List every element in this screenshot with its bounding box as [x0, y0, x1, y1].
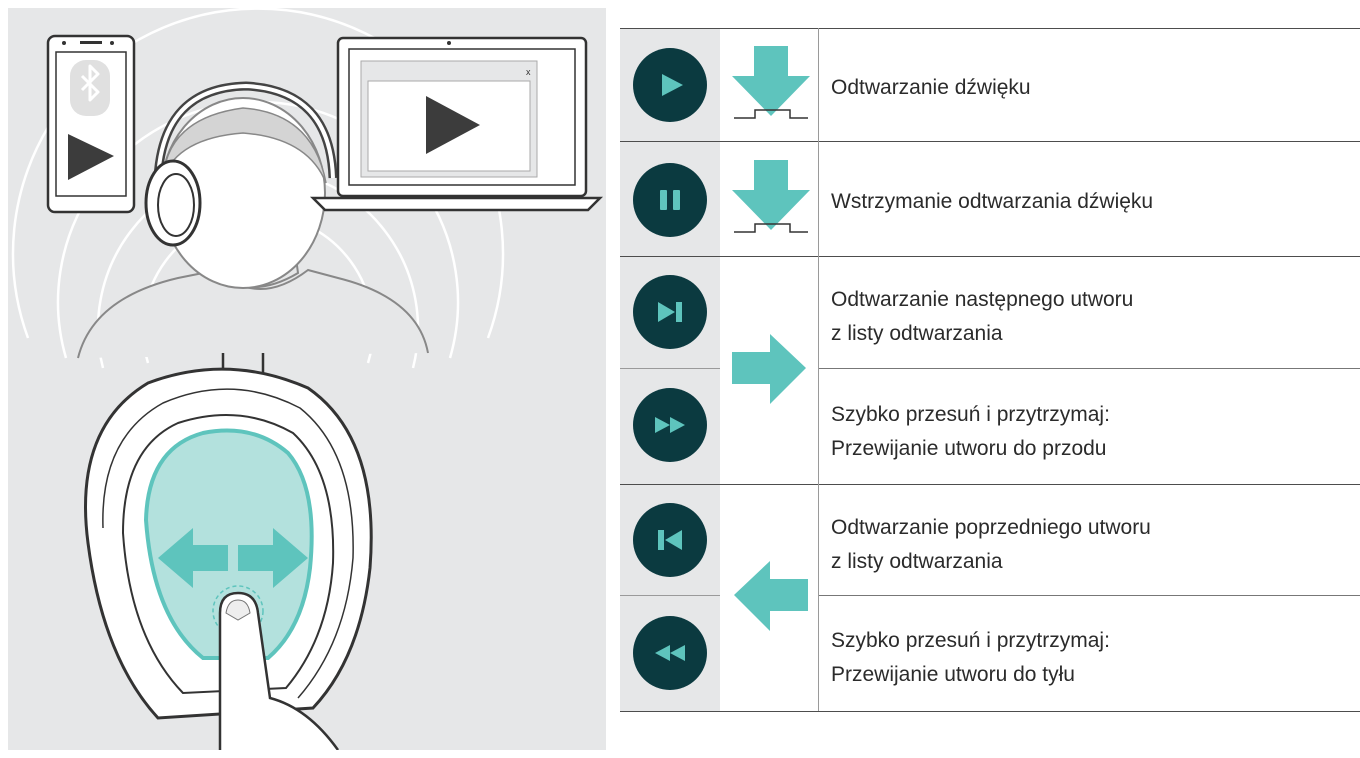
row-divider — [620, 711, 1360, 712]
controls-table: Odtwarzanie dźwięku Wstrzymanie odtwarza… — [620, 28, 1360, 712]
play-icon — [426, 96, 480, 154]
control-description: Wstrzymanie odtwarzania dźwięku — [831, 190, 1154, 213]
pause-icon — [633, 163, 707, 237]
next-track-icon — [633, 275, 707, 349]
control-description: Odtwarzanie następnego utworu z listy od… — [831, 288, 1134, 345]
play-icon — [633, 48, 707, 122]
control-description: Odtwarzanie poprzedniego utworu z listy … — [831, 516, 1151, 573]
row-divider — [620, 141, 1360, 142]
headset-illustration: x — [8, 8, 606, 750]
fast-forward-icon — [633, 388, 707, 462]
row-divider — [620, 368, 720, 369]
row-divider — [620, 595, 720, 596]
tap-down-arrow — [732, 160, 810, 241]
control-description: Szybko przesuń i przytrzymaj: Przewijani… — [831, 629, 1110, 686]
person-shoulders — [77, 268, 429, 359]
person-hair — [162, 107, 327, 184]
row-divider — [818, 595, 1360, 596]
swipe-right-arrow — [238, 528, 308, 588]
row-divider — [620, 256, 1360, 257]
headphone-earcup — [144, 159, 202, 247]
smartphone — [46, 34, 136, 214]
row-divider — [818, 368, 1360, 369]
finger — [218, 591, 340, 750]
icon-column — [620, 28, 720, 712]
swipe-left-arrow — [732, 561, 808, 638]
control-description: Odtwarzanie dźwięku — [831, 76, 1031, 99]
window-close-label: x — [526, 67, 531, 77]
swipe-left-arrow — [158, 528, 228, 588]
earcup-closeup — [84, 353, 373, 750]
tap-down-arrow — [732, 46, 810, 127]
play-icon — [68, 134, 114, 180]
touch-panel — [143, 428, 314, 660]
row-divider — [620, 28, 1360, 29]
previous-track-icon — [633, 503, 707, 577]
row-divider — [620, 484, 1360, 485]
laptop: x — [309, 36, 604, 212]
control-description: Szybko przesuń i przytrzymaj: Przewijani… — [831, 403, 1110, 460]
rewind-icon — [633, 616, 707, 690]
swipe-right-arrow — [732, 334, 808, 411]
